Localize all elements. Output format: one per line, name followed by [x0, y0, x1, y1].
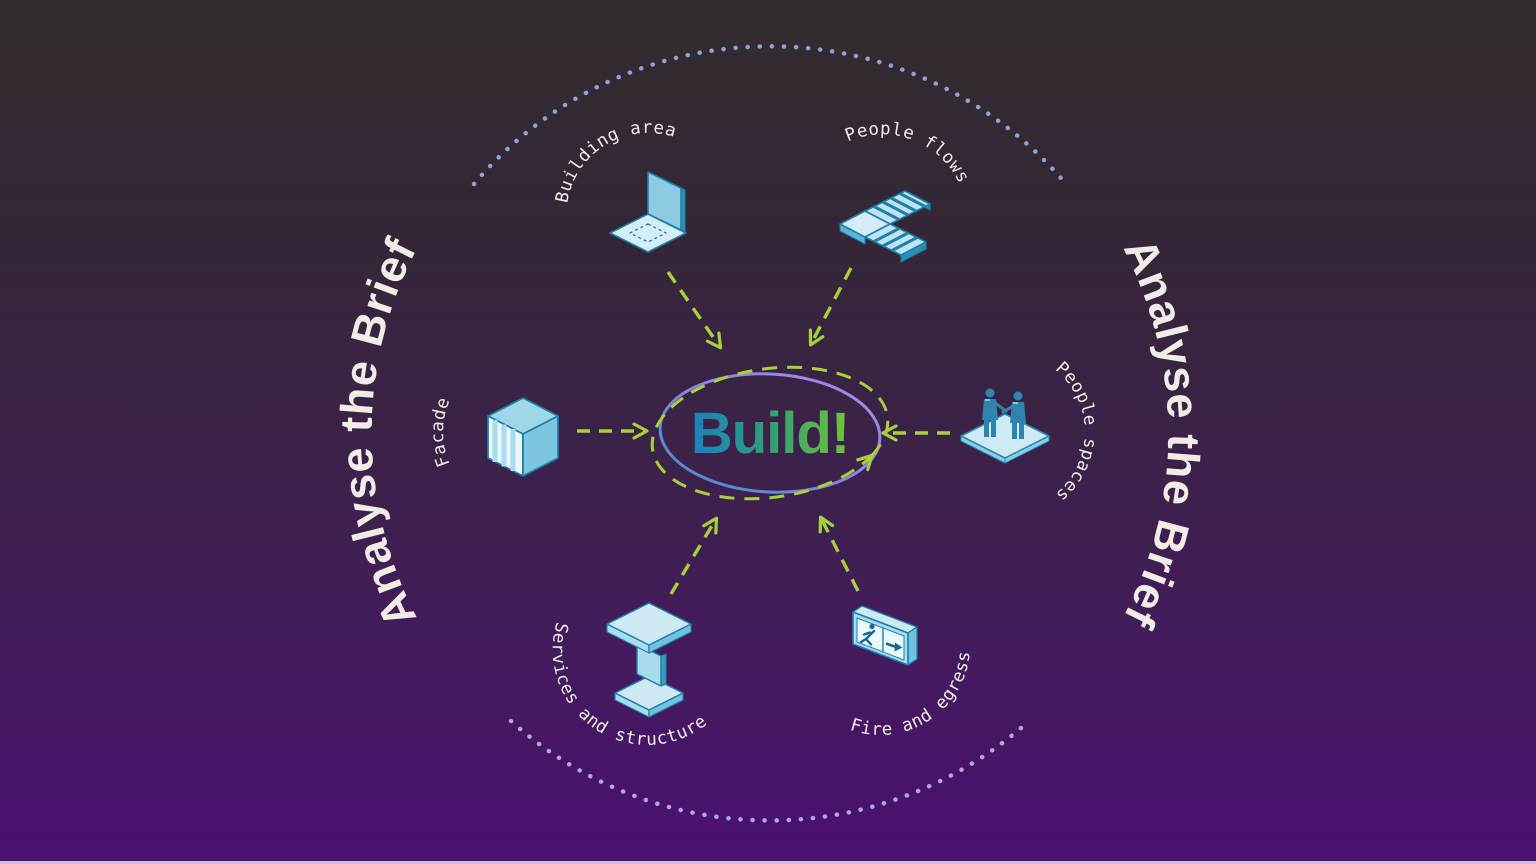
center-build-group: Build!	[650, 365, 890, 501]
title-analyse-left: Analyse the Brief	[331, 230, 427, 636]
arrow-building-area	[666, 271, 723, 350]
title-analyse-right: Analyse the Brief	[1114, 230, 1210, 636]
center-dashed-cycle-ring	[650, 365, 890, 501]
label-facade: Facade	[428, 395, 454, 470]
center-solid-ring	[658, 372, 882, 494]
people-on-platform-icon	[960, 388, 1050, 464]
facade-cube-icon	[487, 397, 559, 477]
building-floor-wall-icon	[609, 171, 687, 253]
arrow-fire-egress	[818, 515, 860, 592]
node-people-spaces: People spaces	[960, 358, 1099, 506]
label-people-spaces: People spaces	[1051, 358, 1099, 506]
label-people-flows: People flows	[842, 119, 973, 186]
node-facade: Facade	[428, 395, 559, 477]
node-people-flows: People flows	[839, 119, 973, 263]
arrow-services-structure	[669, 516, 719, 595]
node-building-area: Building area	[552, 118, 687, 253]
arrow-people-flows	[808, 267, 853, 347]
running-person-glyph	[859, 623, 876, 646]
node-services-structure: Services and structure	[548, 602, 710, 750]
stairs-icon	[839, 190, 931, 263]
node-fire-egress: Fire and egress	[848, 605, 975, 740]
exit-sign-icon	[852, 605, 918, 666]
dotted-arc-bottom	[508, 718, 1032, 823]
exit-arrow-glyph	[885, 642, 903, 652]
arrows-group	[577, 267, 950, 595]
build-label: Build!	[691, 401, 849, 466]
person-figure	[1001, 391, 1026, 439]
person-figure	[982, 388, 1008, 437]
dotted-arc-top	[471, 44, 1069, 187]
bottom-edge-strip	[0, 861, 1536, 864]
i-beam-icon	[606, 602, 692, 718]
